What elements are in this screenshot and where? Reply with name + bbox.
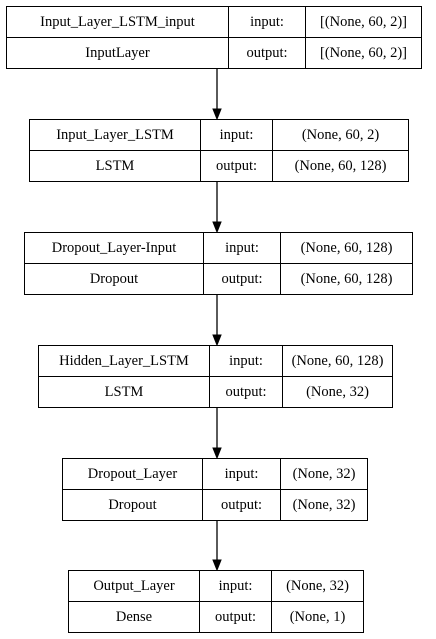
- output-label: output:: [229, 37, 306, 68]
- output-shape: (None, 60, 128): [300, 270, 393, 287]
- layer-type: Dense: [69, 601, 200, 632]
- layer-type: InputLayer: [7, 37, 229, 68]
- output-shape: (None, 32): [306, 383, 369, 400]
- layer-name: Dropout_Layer-Input: [25, 233, 204, 264]
- layer-name: Hidden_Layer_LSTM: [39, 346, 210, 377]
- input-label: input:: [201, 120, 273, 151]
- input-label: input:: [210, 346, 283, 377]
- arrowhead: [212, 108, 222, 121]
- layer-type: LSTM: [39, 376, 210, 407]
- input-shape: (None, 32): [272, 571, 363, 602]
- output-label: output:: [201, 150, 273, 181]
- layer-name: Input_Layer_LSTM: [30, 120, 201, 151]
- output-shape: (None, 60, 128): [294, 157, 387, 174]
- output-shape: [(None, 60, 2)]: [320, 44, 407, 61]
- input-shape: (None, 60, 2): [273, 120, 408, 151]
- input-label: input:: [229, 7, 306, 38]
- input-label: input:: [203, 459, 281, 490]
- output-shape: (None, 1): [289, 608, 346, 625]
- arrowhead: [212, 221, 222, 234]
- layer-name: Input_Layer_LSTM_input: [7, 7, 229, 38]
- output-label: output:: [210, 376, 283, 407]
- layer-type: LSTM: [30, 150, 201, 181]
- output-label: output:: [203, 489, 281, 520]
- input-shape: [(None, 60, 2)]: [306, 7, 421, 38]
- input-shape: (None, 60, 128): [281, 233, 412, 264]
- input-shape: (None, 32): [281, 459, 367, 490]
- output-label: output:: [200, 601, 272, 632]
- layer-name: Dropout_Layer: [63, 459, 203, 490]
- input-label: input:: [200, 571, 272, 602]
- arrowhead: [212, 334, 222, 347]
- layer-type: Dropout: [63, 489, 203, 520]
- output-shape: (None, 32): [292, 496, 356, 513]
- arrowhead: [212, 447, 222, 460]
- layer-type: Dropout: [25, 263, 204, 294]
- output-label: output:: [204, 263, 281, 294]
- input-shape: (None, 60, 128): [283, 346, 392, 377]
- input-label: input:: [204, 233, 281, 264]
- arrowhead: [212, 559, 222, 572]
- layer-name: Output_Layer: [69, 571, 200, 602]
